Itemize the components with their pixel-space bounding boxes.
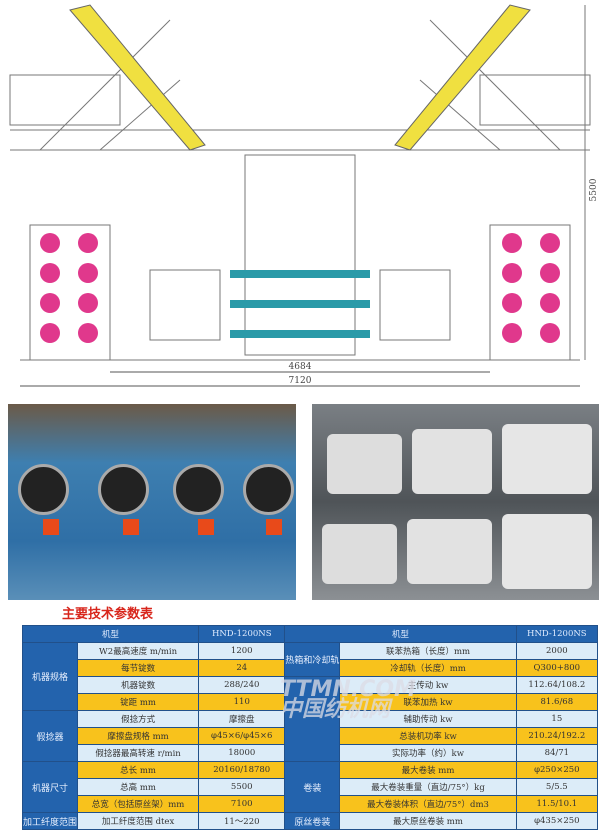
spec-table-title: 主要技术参数表 <box>62 607 154 622</box>
watermark-line1: TTMN.COM <box>280 677 416 702</box>
left-param: 每节锭数 <box>77 659 200 677</box>
right-group-label: 卷装 <box>284 761 341 813</box>
left-creel-frame <box>9 74 121 126</box>
left-param: 假捻器最高转速 r/min <box>77 744 200 762</box>
left-param: 机器锭数 <box>77 676 200 694</box>
right-param: 主传动 kw <box>339 676 517 694</box>
right-group-label: 原丝卷装 <box>284 812 341 830</box>
right-param: 最大卷装重量（直边/75°）kg <box>339 778 517 796</box>
right-group-label <box>284 676 341 762</box>
right-param: 最大卷装体积（直边/75°）dm3 <box>339 795 517 813</box>
left-value: 288/240 <box>198 676 286 694</box>
left-param: 摩擦盘规格 mm <box>77 727 200 745</box>
left-value: 11～220 <box>198 812 286 830</box>
left-param: 加工纤度范围 dtex <box>77 812 200 830</box>
right-value: φ435×250 <box>515 812 599 830</box>
header-label-left: 机型 <box>21 625 200 643</box>
left-param: 总长 mm <box>77 761 200 779</box>
left-value: 7100 <box>198 795 286 813</box>
watermark-line2: 中国纺机网 <box>280 697 391 722</box>
dim-inner-width: 4684 <box>289 362 312 372</box>
right-value: 81.6/68 <box>515 693 599 711</box>
left-value: 24 <box>198 659 286 677</box>
right-param: 最大卷装 mm <box>339 761 517 779</box>
left-param: 锭距 mm <box>77 693 200 711</box>
right-param: 实际功率（约）kw <box>339 744 517 762</box>
dim-total-width: 7120 <box>289 376 312 386</box>
right-heater-arm <box>394 4 531 151</box>
yarn-packages-photo <box>312 404 599 600</box>
right-value: 15 <box>515 710 599 728</box>
left-heater-arm <box>69 4 206 151</box>
header-model-left: HND-1200NS <box>198 625 286 643</box>
right-param: 联苯热箱（长度）mm <box>339 642 517 660</box>
left-value: 18000 <box>198 744 286 762</box>
dim-height: 5500 <box>589 178 599 201</box>
header-model-right: HND-1200NS <box>515 625 599 643</box>
right-param: 冷却轨（长度）mm <box>339 659 517 677</box>
right-value: Q300+800 <box>515 659 599 677</box>
left-value: 5500 <box>198 778 286 796</box>
right-value: 11.5/10.1 <box>515 795 599 813</box>
header-label-right: 机型 <box>284 625 517 643</box>
right-value: 84/71 <box>515 744 599 762</box>
left-param: 总宽（包括原丝架）mm <box>77 795 200 813</box>
right-value: 210.24/192.2 <box>515 727 599 745</box>
left-group-label: 机器规格 <box>21 642 79 711</box>
left-param: 总高 mm <box>77 778 200 796</box>
right-value: 5/5.5 <box>515 778 599 796</box>
machine-elevation-drawing: 4684 7120 5500 <box>9 4 599 387</box>
right-param: 最大原丝卷装 mm <box>339 812 517 830</box>
left-value: 摩擦盘 <box>198 710 286 728</box>
right-param: 总装机功率 kw <box>339 727 517 745</box>
right-value: 2000 <box>515 642 599 660</box>
left-value: φ45×6/φ45×6 <box>198 727 286 745</box>
left-group-label: 假捻器 <box>21 710 79 762</box>
right-value: 112.64/108.2 <box>515 676 599 694</box>
left-group-label: 加工纤度范围 <box>21 812 79 830</box>
left-group-label: 机器尺寸 <box>21 761 79 813</box>
right-creel-frame <box>479 74 591 126</box>
left-value: 110 <box>198 693 286 711</box>
false-twist-unit-photo <box>8 404 296 600</box>
left-param: 假捻方式 <box>77 710 200 728</box>
left-value: 1200 <box>198 642 286 660</box>
right-group-label: 热箱和冷却轨 <box>284 642 341 677</box>
left-value: 20160/18780 <box>198 761 286 779</box>
right-value: φ250×250 <box>515 761 599 779</box>
left-param: W2最高速度 m/min <box>77 642 200 660</box>
